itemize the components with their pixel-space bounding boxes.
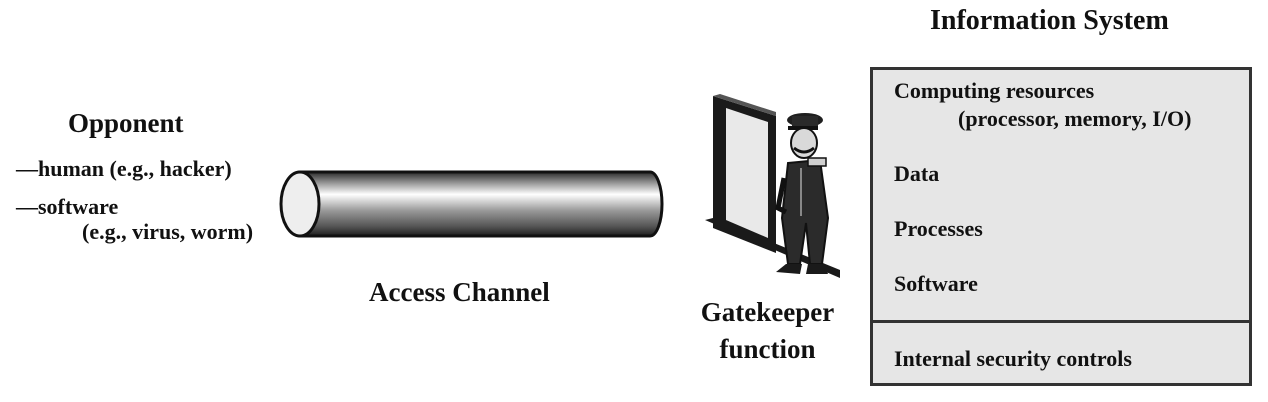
gatekeeper-guard-icon [705, 94, 840, 278]
information-system-title: Information System [930, 5, 1169, 36]
access-channel-tube [279, 170, 664, 238]
computing-resources-detail: (processor, memory, I/O) [958, 106, 1192, 131]
processes-label: Processes [894, 216, 983, 241]
gatekeeper-label-line1: Gatekeeper [700, 297, 835, 327]
data-label: Data [894, 161, 940, 186]
computing-resources-label: Computing resources [894, 78, 1095, 103]
internal-controls-divider [873, 320, 1249, 323]
opponent-software-detail: (e.g., virus, worm) [82, 219, 254, 244]
opponent-item-software: —software [16, 194, 119, 219]
internal-security-controls-label: Internal security controls [894, 346, 1132, 371]
software-label: Software [894, 271, 978, 296]
access-channel-label: Access Channel [369, 277, 550, 307]
gatekeeper-label-line2: function [719, 334, 816, 364]
gatekeeper-label: Gatekeeper function [680, 294, 855, 368]
opponent-title: Opponent [68, 108, 184, 138]
opponent-item-human: —human (e.g., hacker) [16, 156, 232, 181]
information-system-box: Computing resources (processor, memory, … [870, 67, 1252, 386]
